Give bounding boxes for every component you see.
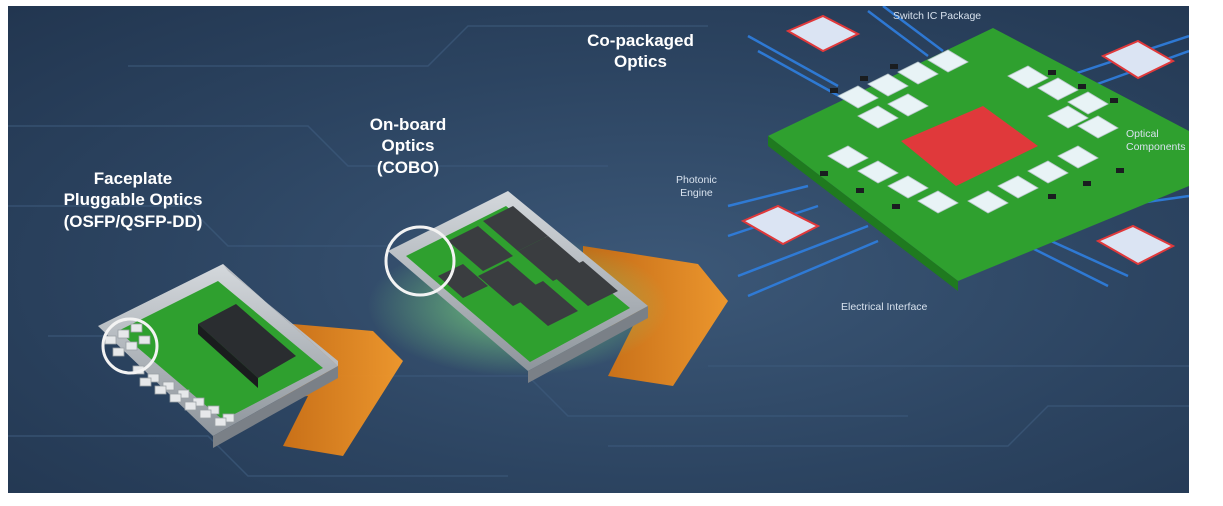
onboard-label-line-2: Optics <box>381 136 435 156</box>
onboard-label-line-3: (COBO) <box>376 157 440 177</box>
photonic-engine-line-1: Photonic <box>676 174 717 186</box>
photonic-engine-callout: Photonic Engine <box>676 174 717 200</box>
copackaged-label-line-1: Co-packaged <box>587 31 694 50</box>
onboard-label: On-board Optics (COBO) <box>353 114 463 178</box>
switch-ic-package-callout: Switch IC Package <box>893 10 982 22</box>
electrical-interface-callout: Electrical Interface <box>841 301 928 313</box>
faceplate-label-line-3: (OSFP/QSFP-DD) <box>63 211 203 231</box>
copackaged-label: Co-packaged Optics <box>578 30 703 73</box>
faceplate-module <box>98 264 338 448</box>
copackaged-label-line-2: Optics <box>614 52 667 72</box>
diagram-canvas: Faceplate Pluggable Optics (OSFP/QSFP-DD… <box>8 6 1189 493</box>
photonic-engine-line-2: Engine <box>680 187 713 200</box>
faceplate-label: Faceplate Pluggable Optics (OSFP/QSFP-DD… <box>53 168 213 232</box>
optical-components-line-2: Components <box>1126 141 1186 154</box>
optical-component-pads <box>740 14 1176 266</box>
optical-components-callout: Optical Components <box>1126 128 1186 154</box>
optics-evolution-illustration <box>8 6 1189 477</box>
optical-components-line-1: Optical <box>1126 128 1159 140</box>
copackaged-board <box>727 6 1189 298</box>
onboard-module <box>368 191 668 383</box>
faceplate-label-line-1: Faceplate <box>93 169 173 188</box>
onboard-label-line-1: On-board <box>369 115 447 134</box>
faceplate-label-line-2: Pluggable Optics <box>63 190 203 210</box>
